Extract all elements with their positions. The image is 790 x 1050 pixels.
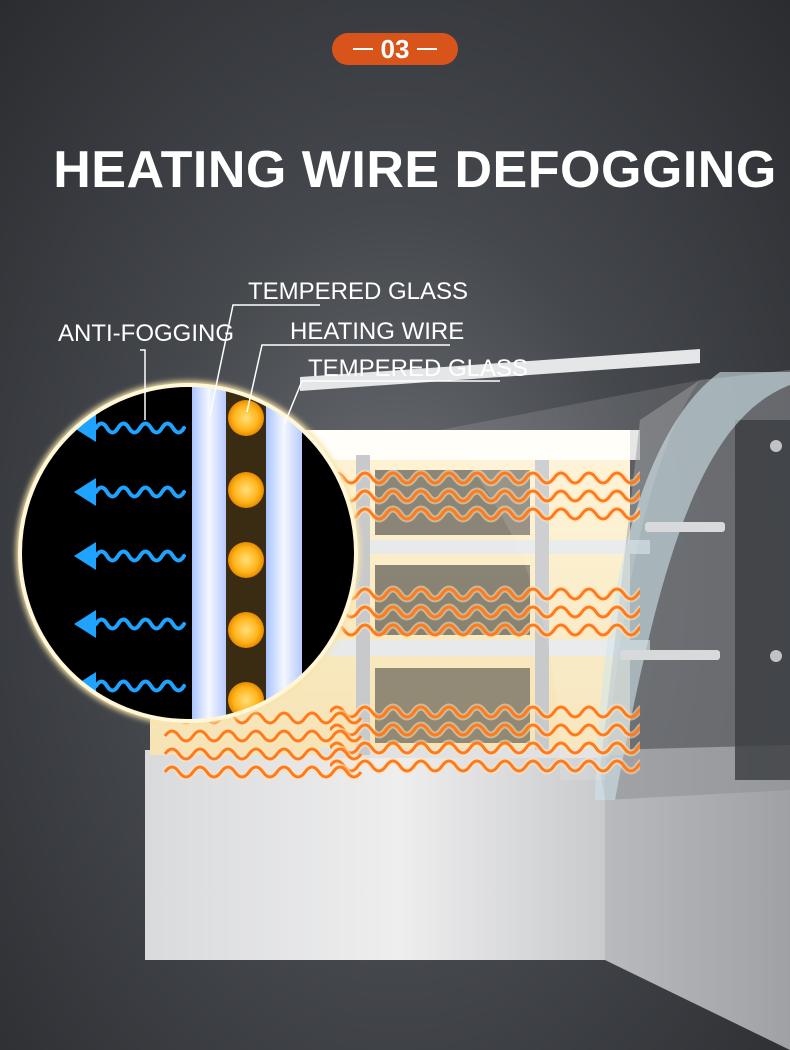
shelf-bracket-middle bbox=[620, 650, 720, 660]
heat-wave bbox=[330, 741, 640, 755]
heat-wave bbox=[330, 471, 640, 485]
fog-wave-icon bbox=[94, 421, 186, 435]
heat-wave bbox=[330, 507, 640, 521]
leader-tempered-glass-inner bbox=[283, 380, 500, 426]
badge-dash-left bbox=[352, 48, 373, 50]
case-end-dark bbox=[735, 420, 790, 780]
heat-waves-bottom bbox=[162, 709, 364, 781]
heat-wave bbox=[163, 747, 363, 761]
heat-wave bbox=[163, 729, 363, 743]
heating-dot-icon bbox=[228, 542, 264, 578]
heat-wave bbox=[330, 723, 640, 737]
heat-wave bbox=[163, 765, 363, 779]
case-base-side bbox=[605, 745, 790, 1050]
case-post-right bbox=[535, 460, 549, 750]
heat-wave bbox=[330, 587, 640, 601]
heating-dot-icon bbox=[228, 472, 264, 508]
display-case bbox=[145, 349, 790, 1050]
shelf-upper bbox=[330, 540, 650, 554]
section-number-badge: 03 bbox=[332, 33, 458, 65]
heating-wire-dots bbox=[228, 400, 264, 718]
label-tempered-glass-outer: TEMPERED GLASS bbox=[248, 278, 469, 305]
screw-top bbox=[770, 440, 782, 452]
case-base-front bbox=[145, 750, 605, 960]
leader-heating-wire bbox=[246, 344, 450, 413]
heating-dot-icon bbox=[228, 612, 264, 648]
label-tempered-glass-inner: TEMPERED GLASS bbox=[308, 355, 529, 382]
heat-waves bbox=[330, 469, 640, 775]
fog-wave-icon bbox=[94, 617, 186, 631]
heating-dot-icon bbox=[228, 400, 264, 436]
magnifier-rim bbox=[18, 383, 358, 723]
arrow-head-icon bbox=[74, 542, 96, 570]
magnifier bbox=[16, 381, 360, 725]
section-number: 03 bbox=[380, 33, 410, 64]
page-title: HEATING WIRE DEFOGGING bbox=[53, 141, 777, 199]
shelf-middle bbox=[320, 640, 650, 656]
tempered-glass-inner-layer bbox=[266, 386, 302, 720]
anti-fog-arrows bbox=[74, 414, 186, 700]
arrow-head-icon bbox=[74, 610, 96, 638]
label-anti-fogging: ANTI-FOGGING bbox=[58, 320, 234, 347]
leader-tempered-glass-outer bbox=[209, 304, 320, 416]
arrow-head-icon bbox=[74, 414, 96, 442]
label-heating-wire: HEATING WIRE bbox=[290, 318, 465, 345]
fog-wave-icon bbox=[94, 485, 186, 499]
heat-wave bbox=[330, 489, 640, 503]
heat-wave bbox=[330, 705, 640, 719]
badge-dash-right bbox=[417, 48, 438, 50]
heat-wave bbox=[330, 623, 640, 637]
callout-lines bbox=[140, 304, 500, 426]
fog-wave-icon bbox=[94, 549, 186, 563]
tempered-glass-outer-layer bbox=[192, 386, 226, 720]
fog-wave-icon bbox=[94, 679, 186, 693]
leader-anti-fogging bbox=[140, 349, 146, 420]
curved-glass-edge bbox=[595, 372, 790, 800]
heat-wave bbox=[330, 759, 640, 773]
screw-bottom bbox=[770, 650, 782, 662]
heat-wave bbox=[330, 605, 640, 619]
shelf-bracket-upper bbox=[645, 522, 725, 532]
arrow-head-icon bbox=[74, 478, 96, 506]
